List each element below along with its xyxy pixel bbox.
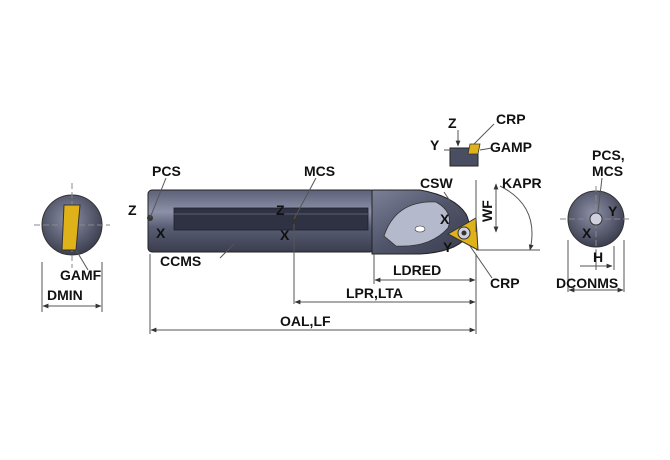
pcs-leader [149,177,167,219]
head-highlight [383,201,450,247]
right-center-hole [589,212,603,226]
pcs-mcs-label-line2: MCS [592,163,623,179]
left-end-view: GAMF DMIN [34,183,110,312]
mcs-leader [293,177,317,220]
ccms-label: CCMS [160,253,201,269]
oal-lf-label: OAL,LF [280,313,331,329]
pcs-label: PCS [152,163,181,179]
csw-label: CSW [420,175,453,191]
right-end-view: PCS, MCS Y X H DCONMS [556,147,632,293]
coolant-hole [414,225,426,233]
pcs-x-axis: X [156,225,166,241]
crp-x-axis: X [440,211,450,227]
right-x-axis: X [582,225,592,241]
top-z-axis: Z [448,115,457,131]
pcs-mcs-leader [597,177,603,213]
gamf-leader [75,249,89,271]
ccms-leader [219,243,235,259]
h-label: H [593,249,603,265]
top-insert-detail: Z Y CRP GAMP [430,111,532,167]
kapr-arc [499,185,534,251]
top-detail-insert [467,143,481,155]
dmin-label: DMIN [47,287,83,303]
ldred-label: LDRED [393,262,441,278]
mcs-z-axis: Z [276,202,285,218]
wf-label: WF [479,200,495,222]
crp-top-leader [473,123,495,145]
mcs-x-axis: X [280,227,290,243]
gamf-label: GAMF [60,267,102,283]
crp-y-axis: Y [443,239,453,255]
dconms-label: DCONMS [556,275,618,291]
pcs-z-axis: Z [128,202,137,218]
csw-leader [443,191,461,217]
coolant-groove [173,207,369,231]
crp-bottom-leader [469,245,493,279]
right-y-axis: Y [608,203,618,219]
gamp-label: GAMP [490,139,532,155]
mcs-label: MCS [304,163,335,179]
crp-bottom-label: CRP [490,275,520,291]
insert-screw-center [461,230,467,236]
lpr-lta-label: LPR,LTA [346,285,403,301]
crp-top-label: CRP [496,111,526,127]
top-y-axis: Y [430,137,440,153]
pcs-mcs-label-line1: PCS, [592,147,625,163]
gamp-leader [479,147,493,151]
kapr-label: KAPR [502,175,542,191]
side-view: PCS Z X MCS Z X CCMS CSW X Y WF KAPR CRP [128,163,542,334]
